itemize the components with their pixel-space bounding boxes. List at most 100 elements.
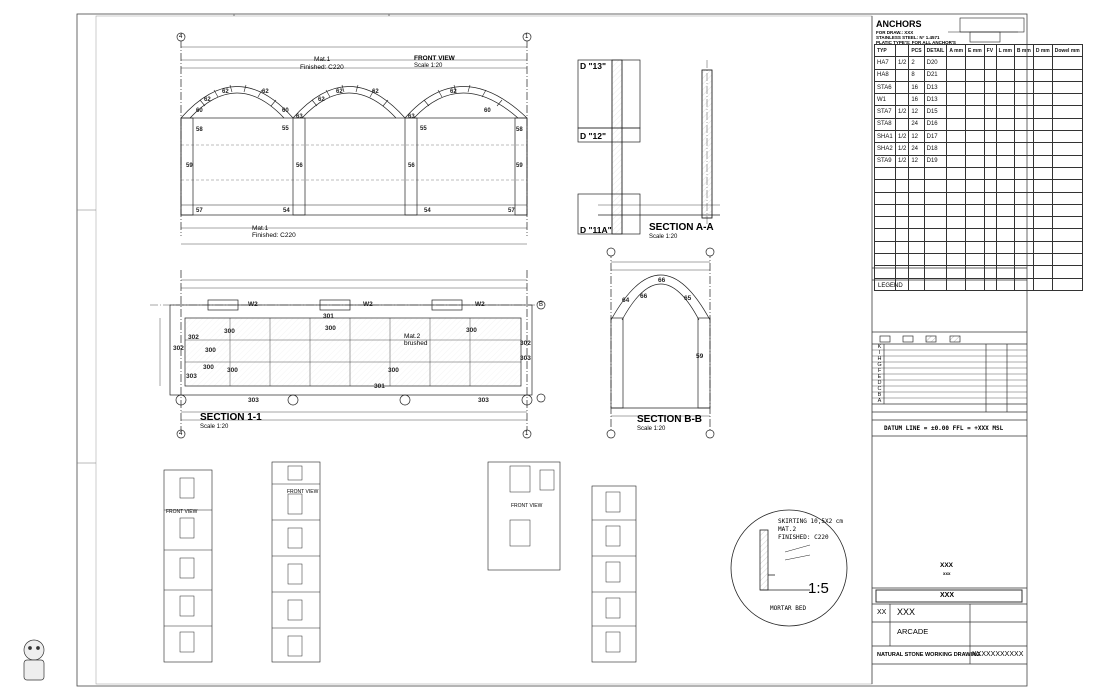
svg-text:62: 62 [450, 89, 457, 95]
anchors-cell [908, 253, 925, 267]
svg-text:62: 62 [318, 97, 325, 103]
anchors-row [874, 265, 1083, 279]
anchors-cell: HA7 [874, 56, 896, 70]
anchors-cell [1051, 179, 1083, 193]
anchors-cell [874, 166, 896, 181]
svg-text:60: 60 [196, 108, 203, 114]
title-block-lines [871, 16, 1027, 684]
anchors-cell [1032, 265, 1053, 279]
section-b-b [610, 250, 711, 436]
legend-title: LEGEND [878, 283, 903, 289]
anchors-cell [983, 179, 997, 193]
svg-text:56: 56 [408, 163, 415, 169]
anchors-cell [946, 80, 967, 95]
anchors-cell [894, 228, 910, 242]
anchors-cell [965, 117, 985, 132]
anchors-cell [908, 277, 925, 291]
anchors-cell [1032, 228, 1053, 242]
anchors-cell [1032, 117, 1053, 132]
svg-text:59: 59 [186, 163, 193, 169]
anchors-cell [1051, 277, 1083, 291]
anchors-cell [983, 265, 997, 279]
anchors-cell: W1 [874, 93, 896, 107]
anchors-cell [965, 265, 985, 279]
anchors-cell [965, 179, 985, 193]
svg-text:54: 54 [424, 208, 431, 214]
anchors-cell [995, 105, 1015, 119]
anchors-cell [946, 93, 967, 107]
project-name: ARCADE [897, 627, 929, 636]
anchors-cell [965, 277, 985, 291]
revision-letter: A [877, 398, 882, 404]
anchors-cell [983, 154, 997, 168]
anchors-cell [894, 253, 910, 267]
title-block-row1-left: XX [877, 609, 887, 616]
section-a-a-title: SECTION A-A [649, 222, 714, 233]
anchors-cell [946, 130, 967, 144]
anchors-cell [983, 105, 997, 119]
anchors-cell [995, 265, 1015, 279]
front-view-small-2: FRONT VIEW [287, 489, 319, 495]
anchors-cell: D18 [923, 142, 948, 156]
svg-text:300: 300 [388, 367, 399, 374]
anchors-cell [946, 105, 967, 119]
detail-12-label: D "12" [580, 131, 607, 141]
anchors-cell [1051, 240, 1083, 255]
datum-line: DATUM LINE = ±0.00 FFL = +XXX MSL [884, 425, 1004, 432]
anchors-cell [965, 228, 985, 242]
svg-text:300: 300 [466, 327, 477, 334]
detail-skirting: SKIRTING 10,5X2 cm [778, 518, 844, 525]
anchors-cell [1051, 68, 1083, 82]
anchors-cell [965, 191, 985, 205]
anchors-cell [923, 166, 948, 181]
anchors-cell [908, 228, 925, 242]
svg-text:62: 62 [372, 89, 379, 95]
svg-text:59: 59 [696, 353, 704, 360]
svg-text:58: 58 [196, 127, 203, 133]
anchors-cell: SHA1 [874, 130, 896, 144]
anchors-note1: FOR DRAW.: XXX [876, 30, 914, 35]
detail-finished: FINISHED: C220 [778, 534, 829, 541]
svg-text:301: 301 [323, 313, 334, 320]
anchors-cell [965, 93, 985, 107]
anchors-cell [965, 130, 985, 144]
anchors-cell [1013, 203, 1034, 218]
anchor-sketch [948, 17, 1025, 43]
anchors-cell: STA7 [874, 105, 896, 119]
anchors-row [874, 228, 1083, 242]
revision-letter: B [877, 392, 882, 398]
svg-text:59: 59 [516, 163, 523, 169]
anchors-cell [995, 277, 1015, 291]
anchors-cell [908, 265, 925, 279]
anchors-cell [995, 142, 1015, 156]
anchors-cell [1051, 142, 1083, 156]
anchors-cell [908, 216, 925, 230]
anchors-cell [946, 240, 967, 255]
anchors-cell [995, 203, 1015, 218]
section-b-b-scale: Scale 1:20 [637, 426, 666, 432]
anchors-cell [983, 240, 997, 255]
anchors-cell [1032, 93, 1053, 107]
svg-text:300: 300 [203, 364, 214, 371]
svg-text:55: 55 [282, 126, 289, 132]
anchors-cell [995, 154, 1015, 168]
mat-bottom-line1: Mat.1 [252, 225, 269, 232]
anchors-cell: STA8 [874, 117, 896, 132]
anchors-col-1 [894, 43, 910, 58]
anchors-cell [1013, 68, 1034, 82]
anchors-cell: HA8 [874, 68, 896, 82]
anchors-cell [1051, 130, 1083, 144]
anchors-title: ANCHORS [876, 19, 922, 29]
anchors-cell: 12 [908, 130, 925, 144]
grid-marker-b: B [539, 302, 544, 308]
anchors-cell [1013, 154, 1034, 168]
anchors-cell [874, 253, 896, 267]
grid-marker-4-top: 4 [179, 34, 183, 40]
anchors-cell [995, 130, 1015, 144]
